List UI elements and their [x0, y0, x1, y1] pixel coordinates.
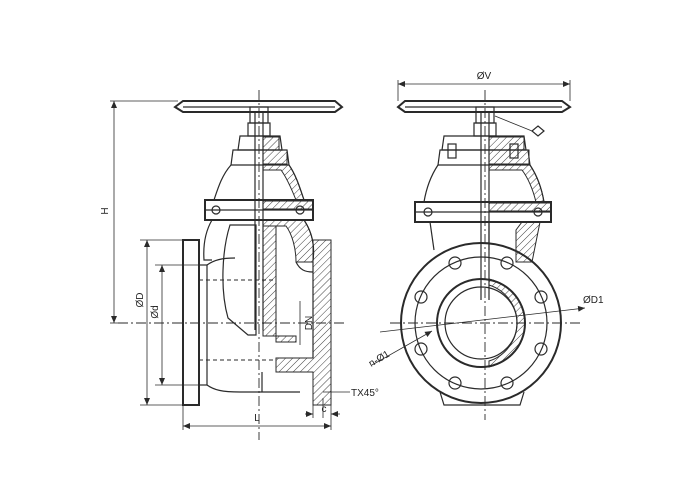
bolt-holes-label: n-Ø1 — [367, 349, 392, 370]
dim-dn-label: DN — [304, 316, 315, 330]
chamfer-label: TX45° — [351, 388, 379, 399]
dim-c-label: c — [322, 404, 327, 415]
side-view — [118, 90, 350, 440]
dim-ov-label: ØV — [477, 71, 492, 82]
dim-od-small-label: Ød — [150, 305, 161, 318]
front-view-dimensions — [371, 80, 586, 366]
dim-l-label: L — [254, 413, 260, 424]
dim-od1-label: ØD1 — [583, 295, 604, 306]
dim-h-label: H — [100, 207, 111, 214]
side-view-dimensions — [110, 100, 340, 430]
front-view — [390, 90, 580, 420]
dim-od-label: ØD — [135, 293, 146, 308]
